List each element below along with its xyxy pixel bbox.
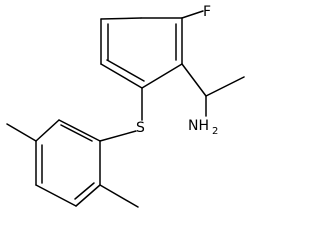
thioether-linkage (99, 87, 143, 142)
methyl-bond-lower (99, 184, 139, 208)
bond (100, 63, 143, 89)
bond (58, 119, 101, 142)
bond (35, 184, 77, 207)
double-bond-inner (60, 124, 93, 142)
double-bond-inner (106, 59, 145, 82)
methyl-bond-upper (6, 123, 37, 142)
amine-atom-label: NH 2 (188, 118, 218, 137)
bond (100, 17, 142, 20)
amine-label-main: NH (188, 118, 209, 134)
bond (181, 63, 207, 97)
double-bond-inner (74, 182, 95, 200)
dimethylphenyl-ring (35, 119, 101, 207)
bond (205, 76, 245, 97)
fluorine-atom-label: F (203, 4, 211, 20)
fluorophenyl-ring (100, 17, 183, 89)
bond (35, 119, 60, 142)
chemical-structure: F S NH 2 (6, 4, 245, 208)
c-f-bond (181, 10, 204, 19)
amine-label-subscript: 2 (212, 126, 218, 137)
ethylamine-side-chain (181, 63, 245, 117)
sulfur-atom-label: S (136, 120, 145, 136)
bond (75, 184, 101, 207)
bond (99, 130, 137, 142)
bond (141, 63, 183, 89)
